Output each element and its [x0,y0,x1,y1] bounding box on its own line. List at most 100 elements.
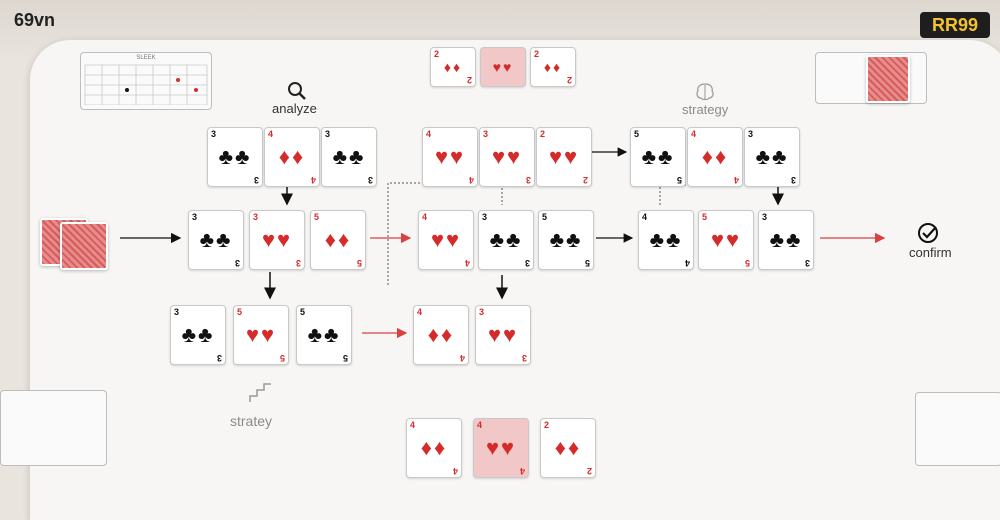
card-suit-pips: ♣♣ [332,144,366,169]
playing-card-mid-row-c-2[interactable]: 5♥♥5 [698,210,754,270]
calendar-title: SLEEK [136,55,156,61]
playing-card-mid-row-a-2[interactable]: 3♥♥3 [249,210,305,270]
playing-card-low-row-a-1[interactable]: 3♣♣3 [170,305,226,365]
card-rank-bottom: 4 [310,175,316,185]
card-rank: 4 [417,307,423,317]
playing-card-mid-row-c-1[interactable]: 4♣♣4 [638,210,694,270]
card-suit-pips: ♦♦ [554,435,582,460]
playing-card-top-row-a-2[interactable]: 4 ♦♦ 4 [264,127,320,187]
card-rank-bottom: 3 [804,258,810,268]
playing-card-mid-row-b-2[interactable]: 3♣♣3 [478,210,534,270]
playing-card-mid-row-c-3[interactable]: 3♣♣3 [758,210,814,270]
card-rank-bottom: 3 [295,258,301,268]
card-suit-pips: ♦♦ [427,322,455,347]
card-rank-bottom: 5 [356,258,362,268]
card-suit-pips: ♣♣ [769,227,803,252]
card-suit-pips: ♦♦ [443,59,463,75]
card-rank-bottom: 4 [733,175,739,185]
card-rank: 3 [325,129,331,139]
playing-card-low-row-a-2[interactable]: 5♥♥5 [233,305,289,365]
card-rank-bottom: 5 [584,258,590,268]
draw-pile-back-2[interactable] [60,222,108,270]
playing-card-bottom-edge-3[interactable]: 2♦♦2 [540,418,596,478]
card-suit-pips: ♦♦ [543,59,563,75]
playing-card-mid-row-b-1[interactable]: 4♥♥4 [418,210,474,270]
playing-card-bottom-edge-2[interactable]: 4♥♥4 [473,418,529,478]
card-suit-pips: ♣♣ [218,144,252,169]
card-suit-pips: ♥♥ [548,144,580,169]
card-suit-pips: ♥♥ [430,227,462,252]
card-rank-bottom: 2 [582,175,588,185]
watermark-left: 69vn [14,10,56,30]
card-rank: 5 [702,212,708,222]
deck-card-back[interactable] [866,55,910,103]
card-rank: 4 [426,129,432,139]
card-rank: 3 [211,129,217,139]
card-rank-bottom: 5 [676,175,682,185]
card-rank: 4 [642,212,648,222]
card-suit-pips: ♥♥ [491,144,523,169]
card-suit-pips: ♥♥ [434,144,466,169]
card-rank-bottom: 3 [253,175,259,185]
card-rank-bottom: 4 [519,466,525,476]
playing-card-top-edge-1[interactable]: 2♦♦2 [430,47,476,87]
card-rank-bottom: 4 [468,175,474,185]
playing-card-bottom-edge-1[interactable]: 4♦♦4 [406,418,462,478]
playing-card-top-edge-2[interactable]: ♥♥ [480,47,526,87]
playing-card-top-row-c-3[interactable]: 3♣♣3 [744,127,800,187]
card-suit-pips: ♣♣ [181,322,215,347]
playing-card-mid-row-b-3[interactable]: 5♣♣5 [538,210,594,270]
check-circle-icon [918,223,938,243]
card-suit-pips: ♥♥ [485,435,517,460]
playing-card-top-row-a-3[interactable]: 3♣♣3 [321,127,377,187]
discard-panel-bottom-left [0,390,107,466]
card-rank-bottom: 5 [342,353,348,363]
playing-card-mid-row-a-3[interactable]: 5♦♦5 [310,210,366,270]
card-suit-pips: ♥♥ [492,59,514,75]
card-rank: 5 [542,212,548,222]
card-suit-pips: ♦♦ [324,227,352,252]
card-rank-bottom: 2 [586,466,592,476]
card-rank: 5 [237,307,243,317]
playing-card-mid-row-a-1[interactable]: 3♣♣3 [188,210,244,270]
card-rank: 5 [300,307,306,317]
playing-card-low-row-b-2[interactable]: 3♥♥3 [475,305,531,365]
playing-card-top-row-c-1[interactable]: 5♣♣5 [630,127,686,187]
card-rank: 2 [434,49,440,59]
confirm-label[interactable]: confirm [909,245,952,260]
card-rank-bottom: 3 [234,258,240,268]
card-rank: 4 [477,420,483,430]
playing-card-top-row-b-3[interactable]: 2♥♥2 [536,127,592,187]
playing-card-low-row-b-1[interactable]: 4 ♦♦ 4 [413,305,469,365]
playing-card-top-row-b-1[interactable]: 4♥♥4 [422,127,478,187]
playing-card-top-edge-3[interactable]: 2♦♦2 [530,47,576,87]
card-rank-bottom: 4 [684,258,690,268]
card-suit-pips: ♣♣ [199,227,233,252]
card-rank: 4 [268,129,274,139]
card-rank: 4 [691,129,697,139]
card-rank: 3 [192,212,198,222]
card-rank-bottom: 3 [524,258,530,268]
strategy-label: strategy [682,102,729,117]
card-suit-pips: ♦♦ [278,144,306,169]
card-suit-pips: ♥♥ [245,322,277,347]
card-rank-bottom: 3 [790,175,796,185]
card-rank: 3 [762,212,768,222]
playing-card-top-row-b-2[interactable]: 3♥♥3 [479,127,535,187]
playing-card-low-row-a-3[interactable]: 5♣♣5 [296,305,352,365]
card-suit-pips: ♥♥ [487,322,519,347]
card-rank: 2 [540,129,546,139]
card-rank-bottom: 3 [521,353,527,363]
playing-card-top-row-a-1[interactable]: 3♣♣3 [207,127,263,187]
calendar-panel: SLEEK [80,52,212,110]
card-rank-bottom: 4 [464,258,470,268]
card-suit-pips: ♦♦ [701,144,729,169]
card-rank: 3 [748,129,754,139]
card-rank: 3 [174,307,180,317]
playing-card-top-row-c-2[interactable]: 4 ♦♦ 4 [687,127,743,187]
card-rank: 5 [634,129,640,139]
card-rank-bottom: 2 [466,75,472,85]
card-rank-bottom: 4 [459,353,465,363]
card-suit-pips: ♣♣ [489,227,523,252]
magnifier-icon [288,82,306,100]
